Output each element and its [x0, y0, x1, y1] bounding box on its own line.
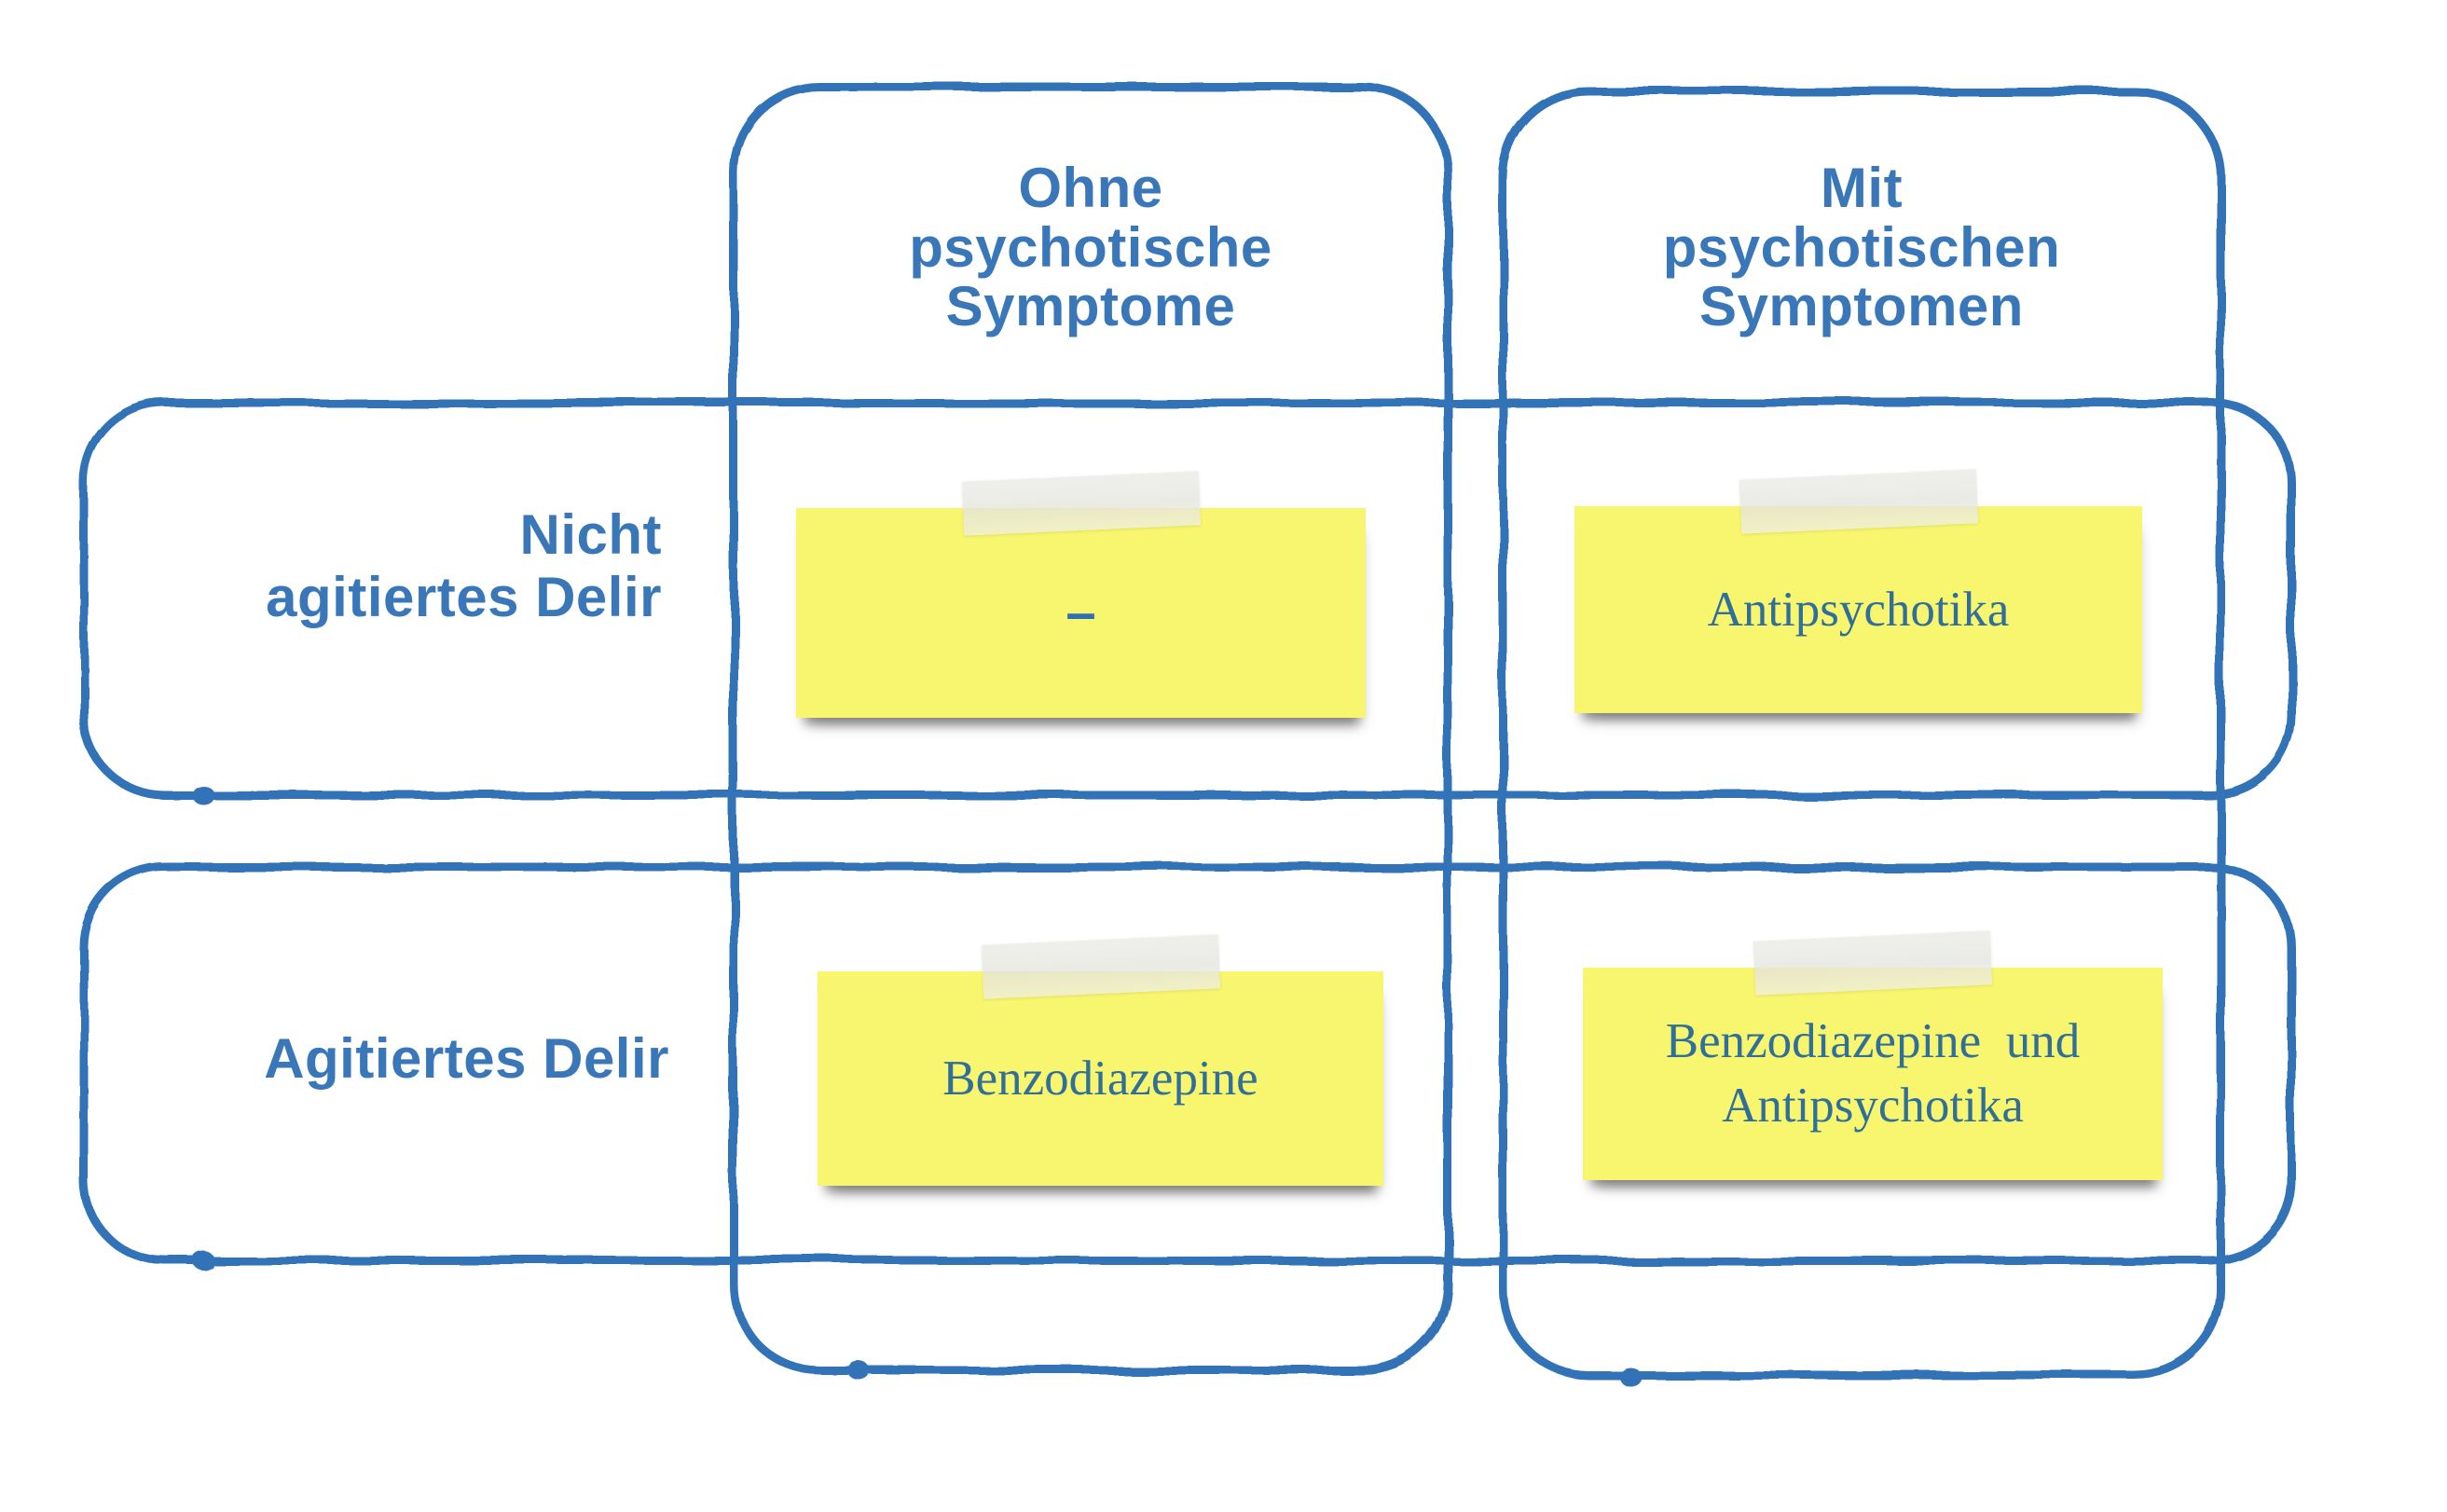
sticky-note-nicht-agitiert-ohne[interactable]: –: [796, 471, 1366, 718]
column-box-ohne-psychotische-symptome: [729, 82, 1452, 1375]
sketch-dot: [192, 1251, 214, 1270]
column-header-mit-psychotischen-symptomen: Mit psychotischen Symptomen: [1662, 157, 2061, 338]
tape-icon: [961, 471, 1201, 536]
row-box-nicht-agitiertes-delir: [79, 398, 2296, 800]
note-text: Benzodiazepine: [942, 1051, 1258, 1106]
tape-icon: [1753, 930, 1993, 996]
row-label-nicht-agitiertes-delir: Nicht agitiertes Delir: [266, 503, 662, 629]
sketch-dot: [192, 786, 214, 804]
sketch-dot: [847, 1361, 870, 1380]
tape-icon: [981, 934, 1220, 999]
note-text: –: [1065, 582, 1096, 643]
column-header-ohne-psychotische-symptome: Ohne psychotische Symptome: [909, 157, 1272, 338]
sticky-note-nicht-agitiert-mit[interactable]: Antipsychotika: [1574, 469, 2142, 713]
note-text: Antipsychotika: [1707, 582, 2010, 637]
sketch-dot: [1619, 1368, 1642, 1386]
row-box-agitiertes-delir: [79, 862, 2296, 1265]
sticky-note-agitiert-mit[interactable]: Benzodiazepine und Antipsychotika: [1583, 930, 2163, 1180]
column-box-mit-psychotischen-symptomen: [1498, 87, 2225, 1380]
sticky-note-agitiert-ohne[interactable]: Benzodiazepine: [818, 934, 1383, 1186]
note-text: Benzodiazepine und Antipsychotika: [1665, 1014, 2081, 1133]
tape-icon: [1739, 469, 1978, 534]
row-label-agitiertes-delir: Agitiertes Delir: [264, 1027, 669, 1090]
